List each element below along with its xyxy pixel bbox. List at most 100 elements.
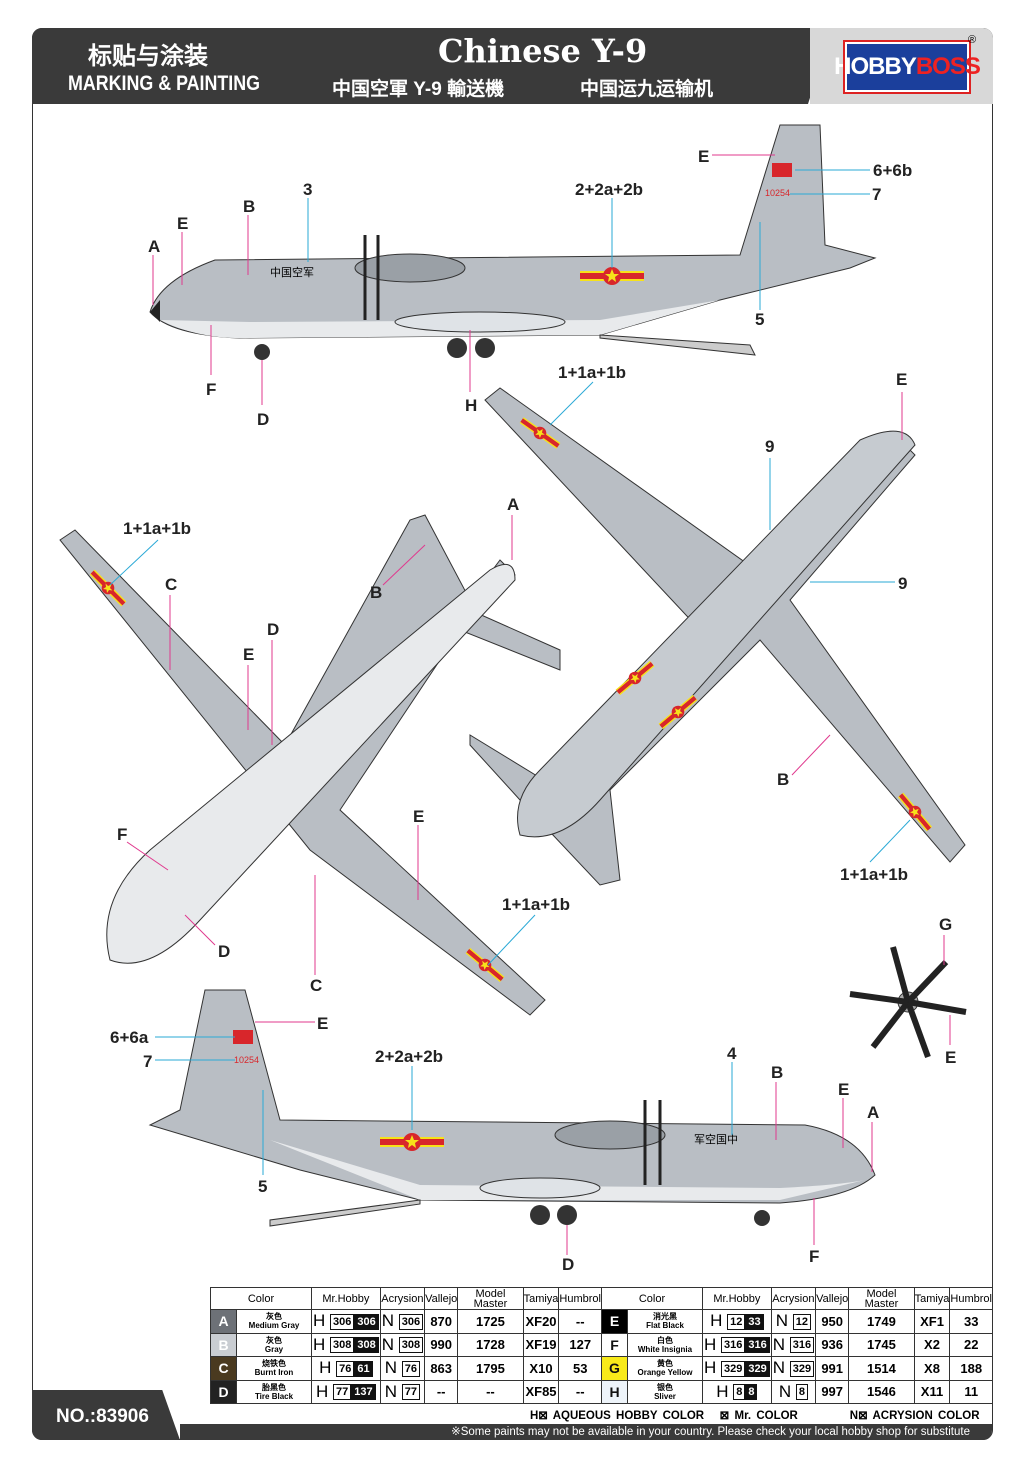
humbrol-code: 127 — [558, 1332, 602, 1357]
color-swatch: A — [210, 1309, 237, 1334]
svg-text:E: E — [413, 807, 424, 826]
svg-text:2+2a+2b: 2+2a+2b — [375, 1047, 443, 1066]
vallejo-code: 997 — [815, 1379, 850, 1404]
svg-text:A: A — [507, 495, 519, 514]
fuselage-text: 中国空军 — [270, 265, 314, 279]
title-cn: 标贴与涂装 — [88, 43, 208, 70]
model-master-code: 1745 — [848, 1332, 915, 1357]
color-swatch: G — [601, 1356, 628, 1381]
svg-text:B: B — [771, 1063, 783, 1082]
humbrol-code: 53 — [558, 1356, 602, 1381]
propeller — [849, 946, 967, 1059]
tamiya-code: XF20 — [522, 1309, 560, 1334]
svg-text:F: F — [117, 825, 127, 844]
serial-number: 10254 — [765, 188, 790, 198]
svg-text:2+2a+2b: 2+2a+2b — [575, 180, 643, 199]
svg-text:9: 9 — [765, 437, 774, 456]
svg-text:E: E — [698, 147, 709, 166]
serial-number-2: 10254 — [234, 1055, 259, 1065]
vallejo-code: 990 — [424, 1332, 459, 1357]
vallejo-code: 870 — [424, 1309, 459, 1334]
availability-note: ※Some paints may not be available in you… — [180, 1424, 992, 1440]
tamiya-code: XF1 — [913, 1309, 951, 1334]
svg-text:B: B — [243, 197, 255, 216]
svg-text:3: 3 — [303, 180, 312, 199]
color-swatch: C — [210, 1356, 237, 1381]
tamiya-code: X2 — [913, 1332, 951, 1357]
tamiya-code: X10 — [522, 1356, 560, 1381]
callout-lines — [109, 154, 951, 1255]
svg-text:6+6b: 6+6b — [873, 161, 912, 180]
svg-text:D: D — [562, 1255, 574, 1274]
subtitle-jp: 中国空軍 Y-9 輸送機 — [332, 79, 505, 100]
svg-text:A: A — [867, 1103, 879, 1122]
acrysion-code: N 306 — [379, 1309, 426, 1334]
vallejo-code: 936 — [815, 1332, 850, 1357]
svg-text:E: E — [896, 370, 907, 389]
humbrol-code: 188 — [949, 1356, 993, 1381]
tamiya-code: X8 — [913, 1356, 951, 1381]
tamiya-code: XF19 — [522, 1332, 560, 1357]
model-master-code: 1728 — [457, 1332, 524, 1357]
svg-text:E: E — [838, 1080, 849, 1099]
color-swatch: F — [601, 1332, 628, 1357]
tamiya-code: X11 — [913, 1379, 951, 1404]
model-title: Chinese Y-9 — [438, 32, 648, 70]
side-view-left: 10254 中国空军 — [149, 124, 877, 360]
registered-mark: ® — [968, 34, 977, 46]
svg-text:D: D — [267, 620, 279, 639]
tamiya-code: XF85 — [522, 1379, 560, 1404]
subtitle-cn: 中国运九运输机 — [580, 79, 714, 100]
svg-text:1+1a+1b: 1+1a+1b — [123, 519, 191, 538]
kit-number: NO.:83906 — [32, 1390, 180, 1440]
model-master-code: -- — [457, 1379, 524, 1404]
svg-text:1+1a+1b: 1+1a+1b — [558, 363, 626, 382]
model-master-code: 1514 — [848, 1356, 915, 1381]
humbrol-code: 11 — [949, 1379, 993, 1404]
color-swatch: H — [601, 1379, 628, 1404]
svg-text:5: 5 — [258, 1177, 267, 1196]
svg-text:F: F — [206, 380, 216, 399]
acrysion-code: N 76 — [379, 1356, 426, 1381]
title-en: MARKING & PAINTING — [68, 72, 261, 95]
svg-text:E: E — [243, 645, 254, 664]
color-swatch: D — [210, 1379, 237, 1404]
acrysion-code: N 8 — [770, 1379, 817, 1404]
svg-text:7: 7 — [872, 185, 881, 204]
humbrol-code: -- — [558, 1379, 602, 1404]
svg-text:B: B — [777, 770, 789, 789]
acrysion-code: N 308 — [379, 1332, 426, 1357]
svg-text:E: E — [945, 1048, 956, 1067]
top-view — [469, 387, 966, 886]
acrysion-code: N 77 — [379, 1379, 426, 1404]
vallejo-code: 991 — [815, 1356, 850, 1381]
model-master-code: 1725 — [457, 1309, 524, 1334]
svg-text:E: E — [177, 214, 188, 233]
svg-text:C: C — [310, 976, 322, 995]
model-master-code: 1546 — [848, 1379, 915, 1404]
svg-text:4: 4 — [727, 1044, 737, 1063]
svg-text:D: D — [257, 410, 269, 429]
humbrol-code: 22 — [949, 1332, 993, 1357]
vallejo-code: 863 — [424, 1356, 459, 1381]
svg-text:6+6a: 6+6a — [110, 1028, 149, 1047]
bottom-view — [59, 514, 561, 1016]
svg-text:E: E — [317, 1014, 328, 1033]
